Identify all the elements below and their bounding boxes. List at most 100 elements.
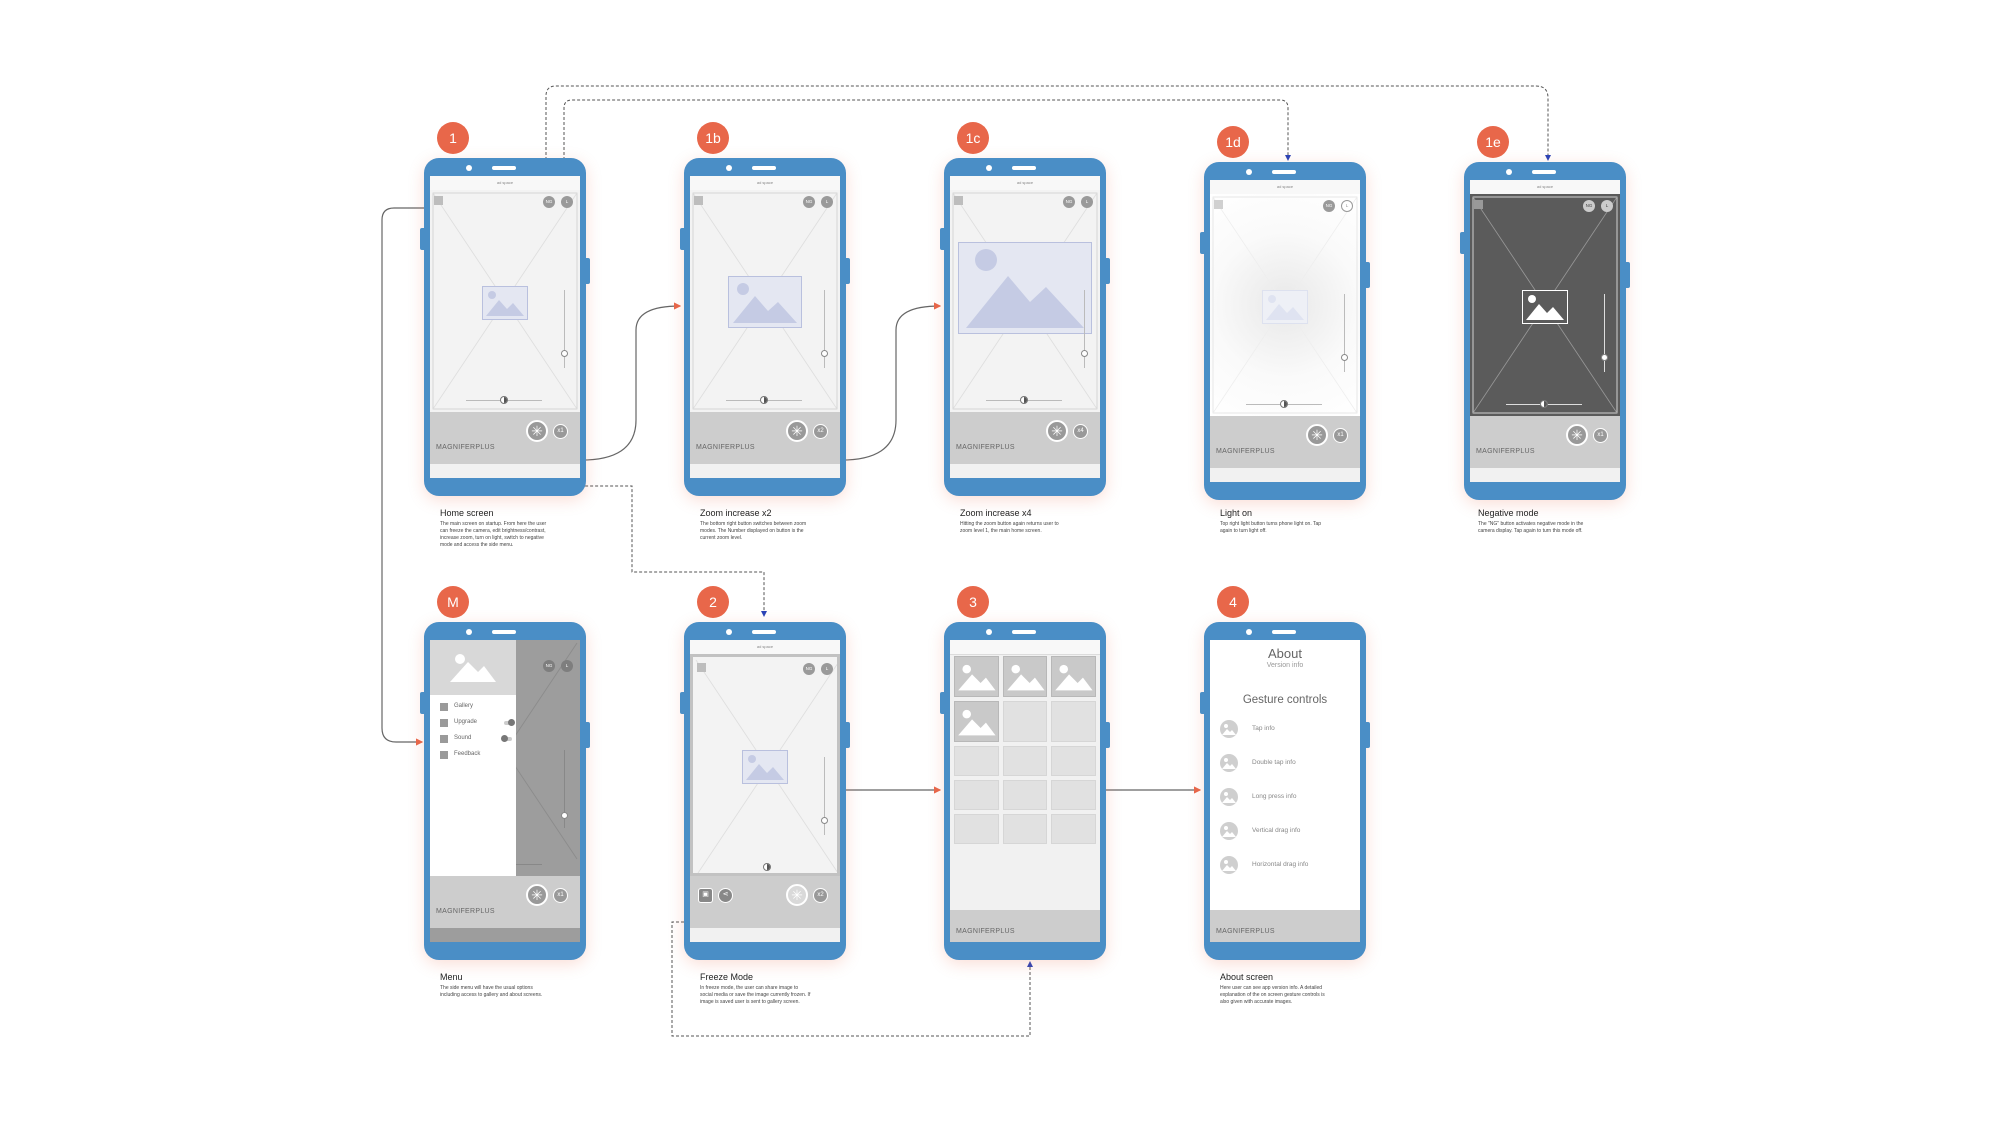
negative-toggle[interactable]: NG — [803, 196, 815, 208]
brightness-knob[interactable] — [1341, 354, 1348, 361]
camera-dot — [986, 165, 992, 171]
zoom-button[interactable]: x1 — [1593, 428, 1608, 443]
phone-negative-screen: ad space NG L MAGNIFERPLUS ✳ x1 — [1460, 162, 1630, 500]
brightness-knob[interactable] — [561, 350, 568, 357]
gallery-thumbnail[interactable] — [1002, 656, 1048, 698]
brightness-slider[interactable] — [1604, 294, 1605, 372]
menu-item-sound[interactable]: Sound — [440, 734, 516, 746]
brightness-slider[interactable] — [564, 290, 565, 368]
light-toggle[interactable]: L — [821, 663, 833, 675]
light-toggle[interactable]: L — [1341, 200, 1353, 212]
screen: ad space NG L MAGNIFERPLUS ✳ x2 — [690, 176, 840, 478]
menu-item-feedback[interactable]: Feedback — [440, 750, 510, 762]
ad-banner[interactable]: ad space — [1470, 180, 1620, 195]
brand-label: MAGNIFERPLUS — [956, 928, 1015, 935]
side-menu-drawer: Gallery Upgrade Sound Feedback — [430, 640, 516, 876]
brand-label: MAGNIFERPLUS — [436, 444, 495, 451]
screen: ad space NG L ▣ ⋖ ✳ x2 — [690, 640, 840, 942]
zoom-button[interactable]: x2 — [813, 888, 828, 903]
bottom-bar: MAGNIFERPLUS ✳ x1 — [1470, 416, 1620, 468]
negative-toggle[interactable]: NG — [803, 663, 815, 675]
ad-banner[interactable] — [950, 640, 1100, 655]
ad-banner[interactable]: ad space — [690, 640, 840, 655]
freeze-shutter-button[interactable]: ✳ — [786, 420, 808, 442]
gallery-thumbnail[interactable] — [954, 701, 999, 743]
gallery-thumbnail[interactable] — [1051, 656, 1096, 698]
menu-icon[interactable] — [434, 196, 443, 205]
light-toggle[interactable]: L — [1601, 200, 1613, 212]
menu-icon[interactable] — [697, 663, 706, 672]
light-toggle[interactable]: L — [821, 196, 833, 208]
save-to-gallery-button[interactable]: ▣ — [698, 888, 713, 903]
zoom-button[interactable]: x4 — [1073, 424, 1088, 439]
negative-toggle[interactable]: NG — [1063, 196, 1075, 208]
ad-banner[interactable]: ad space — [950, 176, 1100, 191]
brightness-slider[interactable] — [1084, 290, 1085, 368]
negative-toggle[interactable]: NG — [1583, 200, 1595, 212]
brightness-slider[interactable] — [824, 290, 825, 368]
ad-banner[interactable]: ad space — [1210, 180, 1360, 195]
gallery-thumbnail[interactable] — [954, 656, 999, 698]
ad-banner[interactable]: ad space — [690, 176, 840, 191]
frozen-viewport[interactable]: NG L — [690, 654, 840, 876]
image-icon — [1006, 664, 1045, 691]
brightness-slider[interactable] — [564, 750, 565, 828]
camera-viewport[interactable]: NG L — [690, 190, 840, 412]
gallery-grid — [954, 656, 1096, 844]
contrast-knob[interactable] — [500, 396, 508, 404]
camera-dot — [466, 165, 472, 171]
brightness-knob[interactable] — [1081, 350, 1088, 357]
menu-item-upgrade[interactable]: Upgrade — [440, 718, 516, 730]
menu-item-gallery[interactable]: Gallery — [440, 702, 510, 714]
menu-icon[interactable] — [954, 196, 963, 205]
brand-label: MAGNIFERPLUS — [696, 444, 755, 451]
upgrade-toggle[interactable] — [504, 719, 515, 726]
camera-dot — [726, 629, 732, 635]
contrast-knob[interactable] — [1280, 400, 1288, 408]
negative-toggle[interactable]: NG — [543, 660, 555, 672]
brightness-slider[interactable] — [824, 757, 825, 835]
camera-viewport[interactable]: NG L — [1210, 194, 1360, 416]
brightness-knob[interactable] — [821, 817, 828, 824]
brand-label: MAGNIFERPLUS — [1216, 928, 1275, 935]
caption-description: The side menu will have the usual option… — [440, 985, 543, 998]
freeze-shutter-button[interactable]: ✳ — [526, 884, 548, 906]
brightness-knob[interactable] — [561, 812, 568, 819]
camera-dot — [726, 165, 732, 171]
share-button[interactable]: ⋖ — [718, 888, 733, 903]
freeze-shutter-button[interactable]: ✳ — [1566, 424, 1588, 446]
freeze-shutter-button[interactable]: ✳ — [526, 420, 548, 442]
light-toggle[interactable]: L — [561, 196, 573, 208]
contrast-knob[interactable] — [1020, 396, 1028, 404]
negative-toggle[interactable]: NG — [1323, 200, 1335, 212]
camera-viewport[interactable]: NG L — [430, 190, 580, 412]
light-toggle[interactable]: L — [1081, 196, 1093, 208]
menu-icon[interactable] — [1214, 200, 1223, 209]
contrast-knob[interactable] — [763, 863, 771, 871]
brand-label: MAGNIFERPLUS — [956, 444, 1015, 451]
contrast-knob[interactable] — [760, 396, 768, 404]
zoom-button[interactable]: x1 — [553, 424, 568, 439]
freeze-shutter-button[interactable]: ✳ — [1306, 424, 1328, 446]
zoom-button[interactable]: x1 — [553, 888, 568, 903]
camera-viewport[interactable]: NG L — [950, 190, 1100, 412]
bottom-bar: MAGNIFERPLUS ✳ x2 — [690, 412, 840, 464]
speaker-slot — [1532, 170, 1556, 174]
camera-viewport[interactable]: NG L — [1470, 194, 1620, 416]
freeze-shutter-button[interactable]: ✳ — [1046, 420, 1068, 442]
negative-toggle[interactable]: NG — [543, 196, 555, 208]
sound-toggle[interactable] — [501, 735, 512, 742]
speaker-slot — [1012, 630, 1036, 634]
menu-icon[interactable] — [694, 196, 703, 205]
zoom-button[interactable]: x2 — [813, 424, 828, 439]
zoom-button[interactable]: x1 — [1333, 428, 1348, 443]
ad-banner[interactable]: ad space — [430, 176, 580, 191]
freeze-shutter-button[interactable]: ✳ — [786, 884, 808, 906]
brightness-knob[interactable] — [1601, 354, 1608, 361]
contrast-knob[interactable] — [1540, 400, 1548, 408]
brightness-knob[interactable] — [821, 350, 828, 357]
brightness-slider[interactable] — [1344, 294, 1345, 372]
light-toggle[interactable]: L — [561, 660, 573, 672]
menu-icon[interactable] — [1474, 200, 1483, 209]
